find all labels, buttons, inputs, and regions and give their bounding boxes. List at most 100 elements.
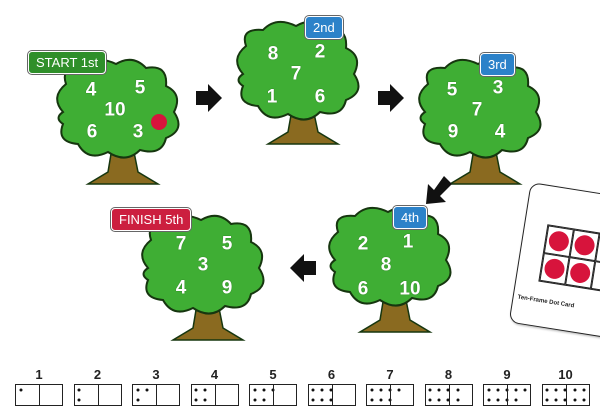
legend-cell [192, 385, 201, 395]
legend-dot [329, 398, 333, 402]
legend-dot [136, 388, 140, 392]
start-badge: START 1st [28, 51, 107, 74]
legend-cell [552, 385, 561, 395]
tree-number: 7 [175, 233, 187, 255]
legend-cell [309, 385, 318, 395]
legend-cell [570, 395, 579, 405]
legend-cell [75, 385, 84, 395]
legend-cell [579, 385, 588, 395]
legend-number: 1 [35, 367, 43, 382]
tree-number: 8 [380, 254, 392, 276]
legend-ten-frame [73, 384, 122, 406]
legend-divider [214, 385, 216, 405]
game-counter[interactable] [151, 114, 167, 130]
legend-cell [16, 395, 25, 405]
card-frame [538, 224, 600, 295]
legend-cell [268, 385, 277, 395]
legend-cell [327, 385, 336, 395]
legend-cell [444, 395, 453, 405]
legend-dot [262, 388, 266, 392]
legend-cell [170, 395, 179, 405]
legend-number: 8 [444, 367, 453, 382]
legend-cell [444, 385, 453, 395]
tree-number: 5 [221, 233, 233, 255]
legend-cell [502, 385, 511, 395]
legend-cell [426, 395, 435, 405]
card-dot [568, 261, 592, 285]
legend-dot [77, 388, 81, 392]
legend-cell [336, 395, 345, 405]
legend-divider [156, 385, 157, 405]
tree-number: 9 [221, 277, 233, 299]
legend-dot [262, 398, 266, 402]
legend-cell [376, 395, 385, 405]
legend-ten-frame [132, 384, 180, 406]
legend-cell [309, 395, 318, 405]
arrow-right-icon [196, 84, 222, 112]
legend-cell [287, 385, 296, 395]
second-badge: 2nd [305, 16, 343, 39]
legend-cell [75, 395, 84, 405]
legend-cell [201, 385, 210, 395]
legend-cell [395, 385, 404, 395]
legend-cell [111, 395, 120, 405]
legend-dot [311, 398, 315, 402]
legend-dot [456, 398, 460, 402]
tree-number: 6 [314, 86, 326, 108]
tree-number: 3 [197, 254, 209, 276]
legend-cell [133, 385, 142, 395]
legend-ten-frame [190, 384, 239, 406]
legend-dot [136, 398, 140, 402]
legend-cell [102, 385, 111, 395]
legend-divider [273, 385, 274, 405]
legend-dot [203, 398, 207, 402]
tree-number: 7 [290, 63, 302, 85]
legend-cell [385, 395, 394, 405]
legend-number: 6 [327, 367, 336, 382]
legend-cell [250, 385, 259, 395]
legend-cell [170, 385, 179, 395]
legend-cell [259, 395, 268, 405]
tree-number: 6 [86, 121, 98, 143]
legend-divider [565, 385, 567, 405]
tree-number: 9 [447, 121, 459, 143]
legend-dot [253, 398, 257, 402]
legend-cell [25, 385, 34, 395]
legend-cell [287, 395, 296, 405]
legend-cell [142, 395, 151, 405]
legend-dot [194, 388, 198, 392]
card-dot [543, 257, 566, 281]
card-dot [573, 233, 597, 257]
legend-dot [514, 398, 518, 402]
legend-dot [320, 398, 324, 402]
legend-divider [448, 385, 450, 405]
legend-dot [573, 388, 577, 392]
tree-fourth-graphic [328, 206, 452, 333]
tree-number: 4 [175, 277, 187, 299]
arrow-right-icon [378, 84, 404, 112]
legend-cell [345, 385, 354, 395]
card-label: Ten-Frame Dot Card [517, 294, 575, 310]
legend-cell [53, 385, 62, 395]
tree-third-graphic [418, 58, 542, 185]
tree-number: 10 [104, 99, 126, 121]
legend-dot [582, 388, 586, 392]
legend-dot [505, 398, 509, 402]
tree-number: 1 [402, 231, 414, 253]
legend-cell [16, 385, 25, 395]
legend-cell [404, 395, 413, 405]
tree-number: 4 [85, 79, 97, 101]
legend-ten-frame [483, 384, 531, 406]
legend-cell [462, 395, 471, 405]
tree-number: 8 [267, 43, 279, 65]
legend-dot [446, 388, 450, 392]
legend-cell [318, 395, 327, 405]
legend-ten-frame [541, 384, 590, 406]
legend-dot [194, 398, 198, 402]
legend-dot [523, 388, 527, 392]
legend-cell [484, 395, 493, 405]
legend-cell [435, 385, 444, 395]
legend-dot [370, 398, 374, 402]
legend-cell [367, 385, 376, 395]
legend-number: 3 [152, 367, 160, 382]
